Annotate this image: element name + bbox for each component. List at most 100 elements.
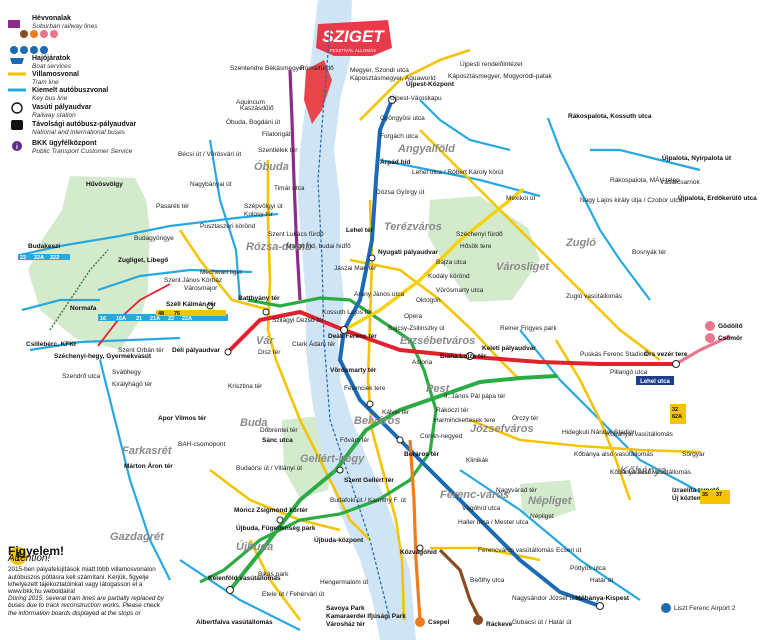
stop-label: Móricz Zsigmond körtér: [234, 507, 308, 514]
stop-label: Normafa: [70, 305, 97, 312]
legend-h6-marker: [20, 30, 28, 38]
stop-label: Szent Orbán tér: [118, 347, 165, 354]
special-markers: Lehel utca: [415, 321, 715, 627]
stop-label: Bikás park: [258, 571, 289, 578]
stop-label: Margit híd, budai hídfő: [286, 243, 351, 250]
stop-label: Rákospalota, MÁV-telep: [610, 175, 680, 184]
stop-label: Szent Gellért tér: [344, 477, 394, 484]
route-tag: [156, 310, 226, 316]
stop-label: Nagy Lajos király útja / Czobor utca: [580, 197, 683, 204]
district-ferencvaros: Ferenc-város: [440, 489, 509, 501]
hev-h5-line: [288, 69, 302, 301]
legend-h9-marker: [50, 30, 58, 38]
bus-line: [179, 559, 301, 631]
stop-label: Szendrő utca: [62, 373, 101, 380]
stop-label: Bajza utca: [436, 259, 467, 266]
legend-symbols: i: [8, 20, 26, 151]
warning-icon-glyph: !: [16, 549, 20, 564]
stop-label: Új köztemető: [672, 493, 712, 502]
station-boraros: [396, 436, 404, 444]
stop-label: Pöttyös utca: [570, 565, 606, 572]
park-nepliget: [520, 480, 576, 520]
district-erzsebetvaros: Erzsébetváros: [400, 335, 475, 347]
stop-label: Dózsa György út: [376, 189, 425, 196]
stop-label: Jászai Mari tér: [334, 265, 377, 272]
district-zuglo: Zugló: [565, 237, 596, 249]
district-jozsefvaros: Józsefváros: [470, 423, 534, 435]
bus-line: [98, 359, 171, 581]
warning-icon: [9, 547, 27, 565]
stop-label: Hűvösvölgy: [86, 181, 123, 188]
station-markers: [206, 96, 680, 610]
district-varosliget: Városliget: [496, 261, 551, 273]
stop-label: Kőbányai vasútállomás: [606, 431, 674, 438]
stop-label: Blaha Lujza tér: [440, 353, 487, 360]
station-szent-gellert: [336, 466, 344, 474]
stop-label: Nagybányai út: [190, 181, 232, 188]
stop-label: Káposztásmegyer, Aquaworld: [350, 75, 436, 82]
station-kozvagohid: [416, 544, 424, 552]
tram-line: [248, 539, 302, 621]
legend-boat-markers: [10, 46, 48, 54]
stop-label: Lehel utca / Róbert Károly körút: [412, 169, 504, 176]
tram-line: [469, 418, 701, 454]
district-gazdagret: Gazdagrét: [110, 531, 165, 543]
metro-m3-line: [337, 98, 602, 608]
stop-label: Kálvin tér: [382, 409, 410, 416]
route-tag-text: 62A: [672, 414, 682, 420]
legend-h8-marker: [40, 30, 48, 38]
notice-title: Figyelem!: [8, 544, 65, 558]
station-ors: [672, 360, 680, 368]
stop-label: Vágóhíd utca: [462, 505, 501, 512]
station-deli: [224, 348, 232, 356]
stop-label: Gubacsi út / Határ út: [512, 619, 572, 626]
csomor-marker: [705, 333, 715, 343]
route-tag: [670, 404, 686, 424]
district-buda: Buda: [240, 417, 268, 429]
legend-title: Távolsági autóbusz-pályaudvar: [32, 121, 137, 128]
stop-label: Megyer, Szondi utca: [350, 67, 409, 74]
bus-line: [19, 212, 279, 257]
legend-subtitle: Boat services: [32, 63, 72, 70]
legend-title: Hévvonalak: [32, 15, 71, 22]
stop-label: Budafoki út / Karinthy F. út: [330, 497, 406, 504]
stop-label: Liszt Ferenc Airport 2: [674, 605, 736, 612]
stop-label: Haller utca / Mester utca: [458, 519, 529, 526]
legend-d14-marker: [40, 46, 48, 54]
stop-label: Hősök tere: [460, 243, 492, 250]
stop-label: Lehel tér: [346, 227, 374, 234]
stop-label: Pillangó utca: [610, 369, 648, 376]
bus-line: [459, 469, 641, 601]
route-tag-text: 22A: [34, 255, 44, 261]
rackeve-marker: [473, 615, 483, 625]
station-deak: [340, 326, 348, 334]
legend-d11-marker: [10, 46, 18, 54]
district-pest: Pest: [426, 383, 451, 395]
stop-label: Vörösmarty utca: [436, 287, 484, 294]
route-tag-text: 76: [174, 311, 180, 317]
sziget-subtitle: FESZTIVÁL ÁLLOMÁS: [330, 47, 376, 53]
stop-label: Budaörsi út / Villányi út: [236, 465, 302, 472]
tram-line: [266, 160, 371, 541]
danube-river: [298, 0, 416, 640]
legend-title: BKK ügyfélközpont: [32, 140, 97, 147]
stop-label: Dőbrentei tér: [260, 427, 298, 434]
stop-label: II. János Pál pápa tér: [444, 393, 506, 400]
boat-route: [317, 29, 391, 621]
stop-label: Szentendre Békásmegyer: [230, 65, 306, 72]
sziget-title: SZIGET: [322, 27, 385, 46]
route-tag-text: 22: [168, 316, 174, 322]
stop-label: Kodály körönd: [428, 273, 470, 280]
stop-label: Örs vezér tere: [644, 349, 688, 358]
stop-label: Corvin-negyed: [420, 433, 463, 440]
stop-label: Nyugati pályaudvar: [378, 249, 438, 256]
hungexpo-label: Lehel utca: [640, 379, 670, 385]
stop-label: Csömör: [718, 335, 743, 342]
bus-line: [546, 117, 651, 301]
legend-subtitle: Tram line: [32, 79, 59, 86]
route-tag-text: 37: [716, 492, 722, 498]
route-tag: [98, 314, 228, 321]
legend-title: Kiemelt autóbuszvonal: [32, 87, 108, 94]
stop-label: Bajcsy-Zsilinszky út: [388, 325, 445, 332]
